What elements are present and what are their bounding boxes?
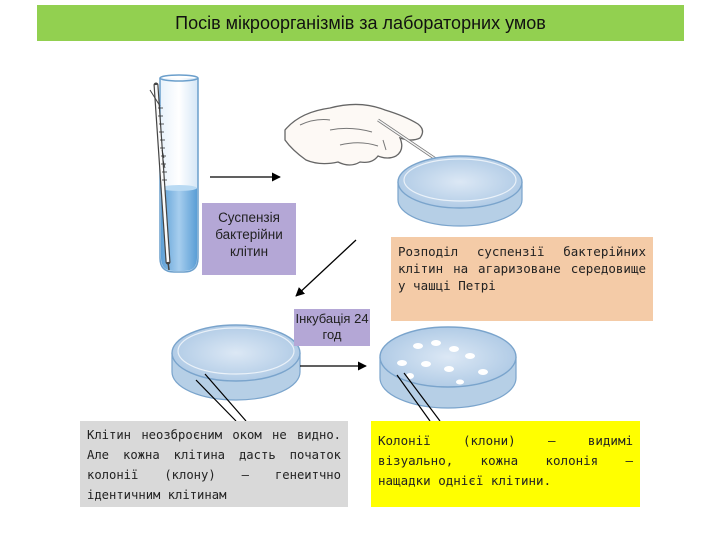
suspension-label-text: Суспензія бактерійни клітин — [215, 210, 283, 259]
incubation-label-text: Інкубація 24 год — [295, 311, 369, 342]
cells-description-text: Клітин неозброєним оком не видно. Але ко… — [87, 428, 341, 502]
spread-description: Розподіл суспензії бактерійних клітин на… — [391, 237, 653, 321]
petri-dish-colonies-icon — [379, 326, 517, 409]
incubation-label: Інкубація 24 год — [294, 309, 370, 346]
pipette-icon — [149, 82, 171, 271]
pointer-lines-cells — [195, 373, 247, 422]
slide-title: Посів мікроорганізмів за лабораторних ум… — [37, 5, 684, 41]
test-tube-icon — [159, 74, 199, 273]
cells-description: Клітин неозброєним оком не видно. Але ко… — [80, 421, 348, 507]
colonies-description: Колонії (клони) – видимі візуально, кожн… — [371, 421, 640, 507]
colonies-description-text: Колонії (клони) – видимі візуально, кожн… — [378, 433, 633, 488]
suspension-label: Суспензія бактерійни клітин — [202, 203, 296, 275]
slide-title-text: Посів мікроорганізмів за лабораторних ум… — [175, 12, 546, 33]
arrow-dish-to-incubation — [295, 239, 357, 297]
pointer-lines-colonies — [396, 372, 441, 422]
petri-dish-incubated-icon — [171, 324, 301, 401]
petri-dish-spread-icon — [397, 155, 523, 227]
spread-description-text: Розподіл суспензії бактерійних клітин на… — [398, 244, 646, 293]
